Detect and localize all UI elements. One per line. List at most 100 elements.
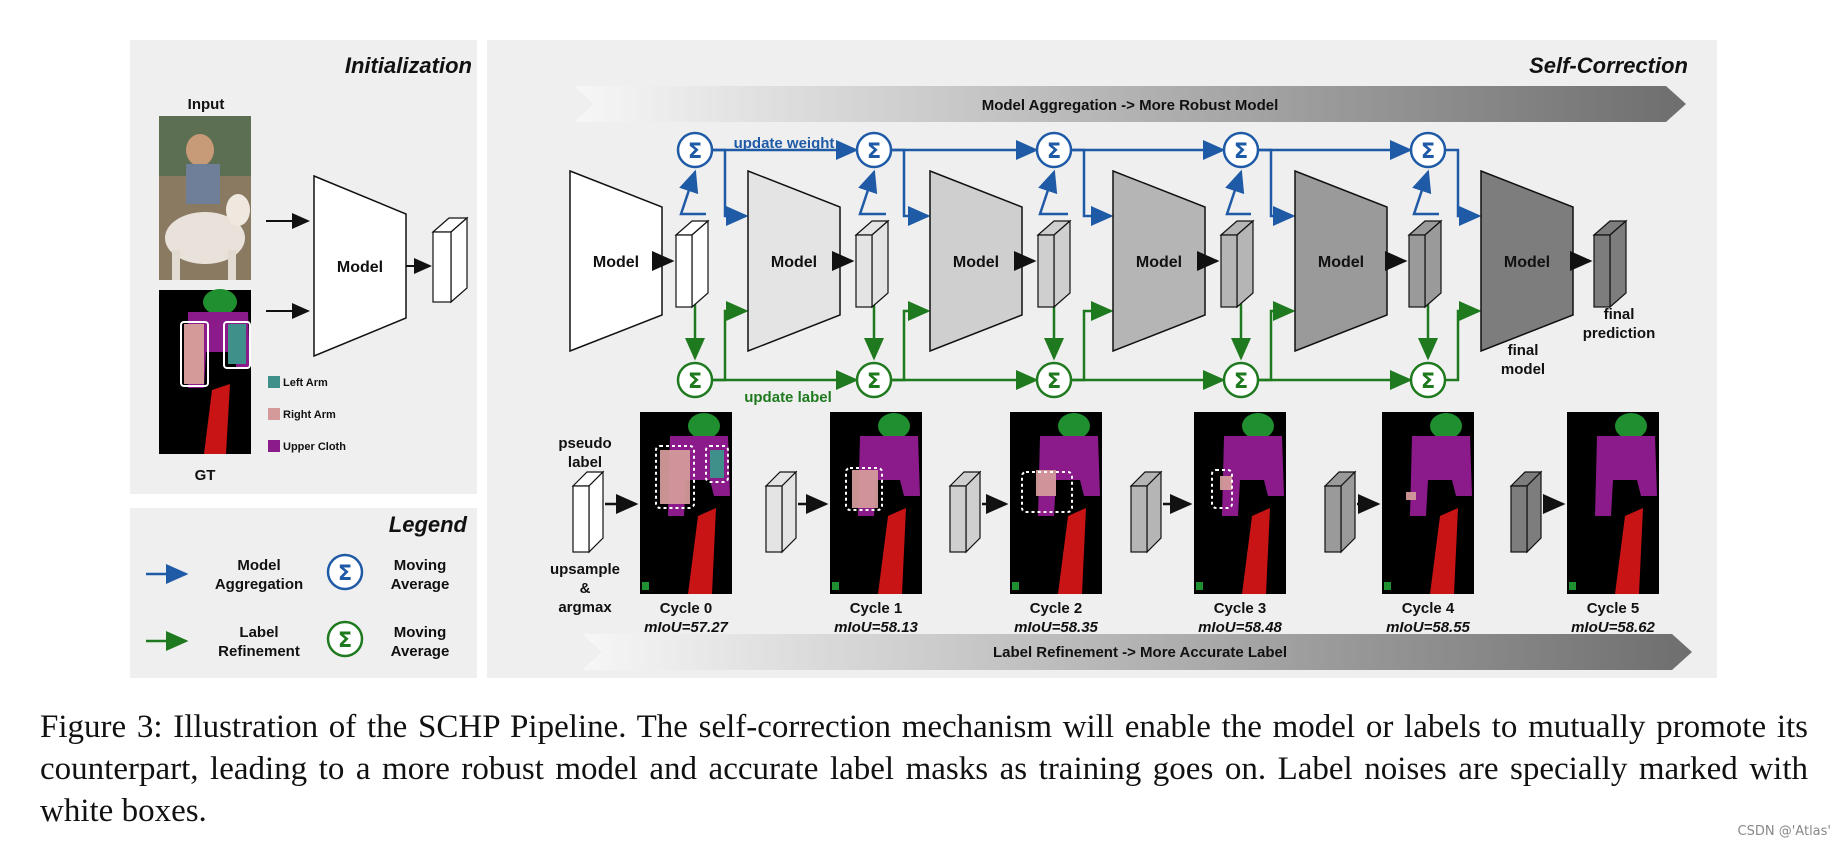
svg-text:Σ: Σ — [338, 561, 352, 585]
watermark: CSDN @'Atlas' — [1737, 824, 1831, 839]
pred-block-side — [588, 470, 604, 554]
pred-block-side — [1526, 470, 1542, 554]
gt-label: GT — [195, 467, 216, 484]
final-prediction-label-2: prediction — [1583, 325, 1656, 342]
gt-mask — [159, 289, 251, 454]
pred-block — [1130, 485, 1148, 553]
green-sigma-node — [676, 361, 714, 399]
feature-block — [1220, 234, 1238, 308]
feature-block — [855, 234, 873, 308]
cycle-mask — [1382, 412, 1474, 594]
svg-text:Label: Label — [239, 624, 278, 641]
sigma-icon: Σ — [1047, 139, 1061, 163]
bottom-banner: Label Refinement -> More Accurate Label — [582, 634, 1692, 670]
cycle-miou: mIoU=58.55 — [1386, 619, 1470, 636]
update-weight-label: update weight — [734, 135, 835, 152]
feature-block-side — [691, 219, 709, 309]
label-noise-box — [1211, 469, 1233, 509]
pred-block — [1324, 485, 1342, 553]
cycle-mask — [640, 412, 732, 594]
svg-text:Σ: Σ — [338, 628, 352, 652]
upsample-text-3: argmax — [558, 599, 612, 616]
upper-cloth-swatch — [268, 440, 280, 452]
initialization-title: Initialization — [345, 53, 472, 78]
model-update-arrow — [1072, 148, 1114, 226]
sigma-icon: Σ — [1421, 139, 1435, 163]
pred-block — [572, 485, 590, 553]
legend-model-aggregation: Model Aggregation Σ Moving Average — [146, 553, 450, 593]
pseudo-label-text: pseudo — [558, 435, 611, 452]
sigma-icon: Σ — [1234, 139, 1248, 163]
green-sigma-node — [855, 361, 893, 399]
legend-label-refinement: Label Refinement Σ Moving Average — [146, 620, 449, 660]
init-model-block: Model — [313, 174, 407, 358]
cycle-name: Cycle 5 — [1587, 600, 1640, 617]
right-arm-swatch — [268, 408, 280, 420]
feature-block — [1408, 234, 1426, 308]
sigma-icon: Σ — [867, 369, 881, 393]
cycle-mask — [830, 412, 922, 594]
svg-text:Moving: Moving — [394, 557, 447, 574]
sigma-icon: Σ — [688, 139, 702, 163]
sigma-icon: Σ — [1234, 369, 1248, 393]
input-label: Input — [188, 96, 225, 113]
svg-text:Label Refinement -> More Accur: Label Refinement -> More Accurate Label — [993, 644, 1287, 661]
sigma-icon: Σ — [1421, 369, 1435, 393]
model-update-arrow — [892, 148, 931, 226]
top-banner: Model Aggregation -> More Robust Model — [574, 86, 1686, 122]
left-arm-label: Left Arm — [283, 377, 328, 389]
cycle-name: Cycle 4 — [1402, 600, 1455, 617]
blue-sigma-node — [1222, 131, 1260, 169]
svg-text:Aggregation: Aggregation — [215, 576, 303, 593]
model-label: Model — [593, 254, 639, 271]
aggregation-arrow — [1038, 169, 1068, 216]
feature-block-side — [1053, 219, 1071, 309]
cycle-mask — [1010, 412, 1102, 594]
update-label-label: update label — [744, 389, 832, 406]
svg-text:Model: Model — [237, 557, 280, 574]
svg-text:Refinement: Refinement — [218, 643, 300, 660]
pred-block-side — [965, 470, 981, 554]
figure-caption: Figure 3: Illustration of the SCHP Pipel… — [40, 709, 1808, 829]
model-block — [929, 169, 1023, 353]
svg-text:Model Aggregation -> More Robu: Model Aggregation -> More Robust Model — [982, 97, 1279, 114]
cycle-name: Cycle 3 — [1214, 600, 1267, 617]
model-block — [569, 169, 663, 353]
pred-block-side — [781, 470, 797, 554]
model-label: Model — [1504, 254, 1550, 271]
svg-text:Average: Average — [391, 576, 450, 593]
model-label: Model — [771, 254, 817, 271]
schp-pipeline-diagram: Initialization Self-Correction Legend In… — [130, 40, 1717, 678]
label-noise-box — [845, 467, 883, 511]
blue-sigma-node — [676, 131, 714, 169]
aggregation-arrow — [1225, 169, 1251, 216]
cycle-miou: mIoU=58.35 — [1014, 619, 1098, 636]
aggregation-arrow — [1412, 169, 1439, 216]
pred-block — [949, 485, 967, 553]
input-photo — [159, 116, 251, 280]
blue-sigma-node — [855, 131, 893, 169]
pred-block-side — [1146, 470, 1162, 554]
model-block — [1294, 169, 1388, 353]
model-label: Model — [953, 254, 999, 271]
cycle-name: Cycle 1 — [850, 600, 903, 617]
model-update-arrow — [713, 148, 749, 226]
blue-sigma-node — [1409, 131, 1447, 169]
feature-block-side — [1609, 219, 1627, 309]
legend-title: Legend — [389, 512, 468, 537]
green-sigma-node — [1035, 361, 1073, 399]
label-noise-box — [1021, 471, 1073, 513]
aggregation-arrow — [858, 169, 886, 216]
blue-sigma-node — [1035, 131, 1073, 169]
green-sigma-node — [1409, 361, 1447, 399]
sigma-icon: Σ — [688, 369, 702, 393]
svg-text:Model: Model — [337, 259, 383, 276]
model-label: Model — [1136, 254, 1182, 271]
self-correction-title: Self-Correction — [1529, 53, 1688, 78]
cycle-miou: mIoU=57.27 — [644, 619, 728, 636]
model-label-arrow — [713, 301, 749, 382]
model-label: Model — [1318, 254, 1364, 271]
aggregation-arrow — [679, 169, 706, 216]
cycle-name: Cycle 0 — [660, 600, 713, 617]
pred-block — [765, 485, 783, 553]
